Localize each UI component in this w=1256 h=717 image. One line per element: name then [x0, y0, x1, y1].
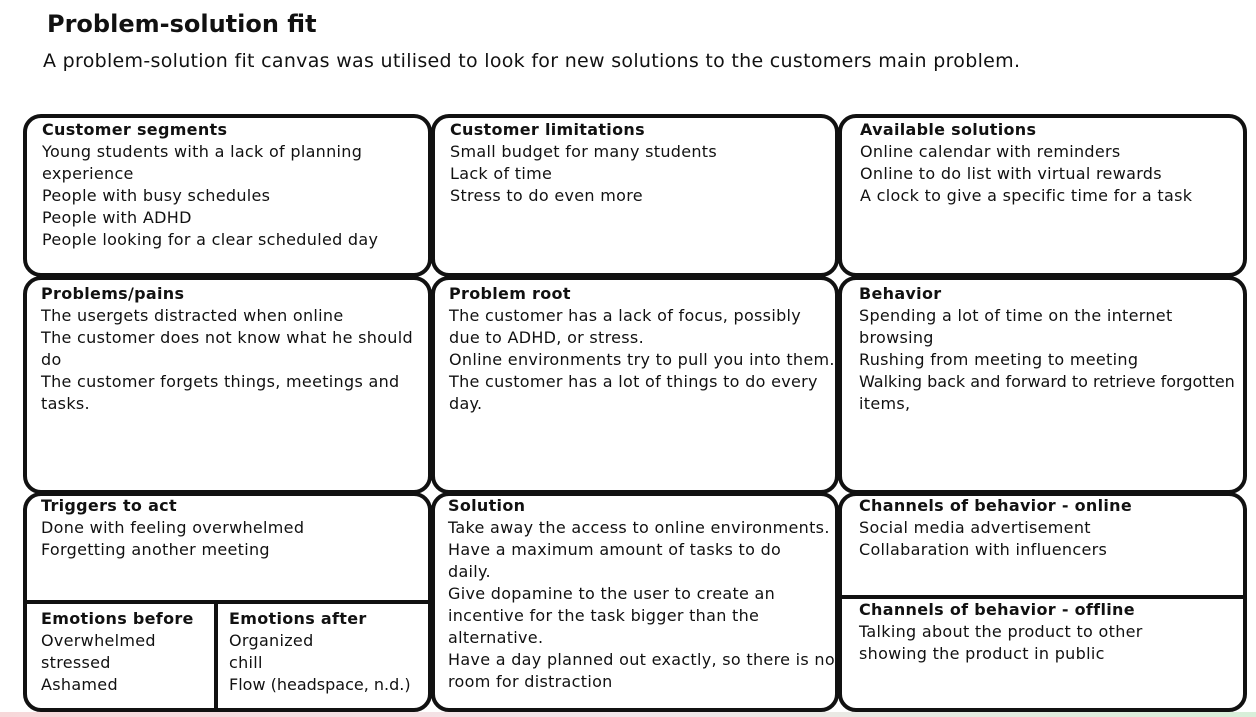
emotions-before-heading: Emotions before — [41, 609, 194, 628]
available-solutions-cell: Available solutions Online calendar with… — [860, 119, 1245, 207]
available-solutions-box — [838, 114, 1247, 277]
triggers-to-act-heading: Triggers to act — [41, 496, 177, 515]
page-title: Problem-solution fit — [47, 10, 317, 38]
triggers-to-act-cell: Triggers to act Done with feeling overwh… — [41, 495, 426, 561]
solution-line: alternative. — [448, 628, 544, 647]
solution-line: Have a maximum amount of tasks to do — [448, 540, 782, 559]
emotions-before-line: Ashamed — [41, 675, 118, 694]
problem-root-line: due to ADHD, or stress. — [449, 328, 644, 347]
solution-line: Give dopamine to the user to create an — [448, 584, 776, 603]
emotions-after-heading: Emotions after — [229, 609, 367, 628]
customer-segments-line: experience — [42, 164, 134, 183]
customer-segments-heading: Customer segments — [42, 120, 228, 139]
problems-pains-line: tasks. — [41, 394, 90, 413]
behavior-line: Walking back and forward to retrieve for… — [859, 372, 1235, 391]
channels-offline-line: showing the product in public — [859, 644, 1105, 663]
emotions-after-line: chill — [229, 653, 263, 672]
problem-root-line: The customer has a lot of things to do e… — [449, 372, 818, 391]
problem-root-line: Online environments try to pull you into… — [449, 350, 835, 369]
channels-offline-line: Talking about the product to other — [859, 622, 1143, 641]
channels-offline-heading: Channels of behavior - offline — [859, 600, 1135, 619]
page-subtitle: A problem-solution fit canvas was utilis… — [43, 50, 1021, 72]
solution-line: room for distraction — [448, 672, 613, 691]
customer-limitations-line: Small budget for many students — [450, 142, 718, 161]
problems-pains-heading: Problems/pains — [41, 284, 185, 303]
channels-divider — [842, 595, 1243, 599]
solution-heading: Solution — [448, 496, 526, 515]
problem-root-cell: Problem root The customer has a lack of … — [449, 283, 837, 415]
solution-line: Take away the access to online environme… — [448, 518, 830, 537]
solution-line: Have a day planned out exactly, so there… — [448, 650, 835, 669]
behavior-line: Spending a lot of time on the internet — [859, 306, 1173, 325]
behavior-line: items, — [859, 394, 911, 413]
customer-segments-line: People looking for a clear scheduled day — [42, 230, 379, 249]
solution-box — [431, 492, 839, 712]
behavior-cell: Behavior Spending a lot of time on the i… — [859, 283, 1247, 415]
triggers-to-act-line: Forgetting another meeting — [41, 540, 270, 559]
triggers-divider — [27, 600, 428, 604]
triggers-to-act-line: Done with feeling overwhelmed — [41, 518, 305, 537]
channels-box — [838, 492, 1247, 712]
problems-pains-line: The customer forgets things, meetings an… — [41, 372, 400, 391]
available-solutions-line: Online calendar with reminders — [860, 142, 1121, 161]
customer-limitations-box — [431, 114, 839, 277]
available-solutions-heading: Available solutions — [860, 120, 1037, 139]
solution-line: incentive for the task bigger than the — [448, 606, 760, 625]
customer-segments-line: People with busy schedules — [42, 186, 271, 205]
problems-pains-line: The usergets distracted when online — [41, 306, 344, 325]
problem-root-line: The customer has a lack of focus, possib… — [449, 306, 802, 325]
customer-segments-line: People with ADHD — [42, 208, 192, 227]
problems-pains-box — [23, 276, 432, 494]
channels-online-line: Social media advertisement — [859, 518, 1091, 537]
behavior-line: Rushing from meeting to meeting — [859, 350, 1139, 369]
channels-online-heading: Channels of behavior - online — [859, 496, 1133, 515]
emotions-divider — [214, 602, 218, 708]
channels-online-cell: Channels of behavior - online Social med… — [859, 495, 1244, 561]
emotions-before-cell: Emotions before Overwhelmed stressed Ash… — [41, 608, 211, 696]
available-solutions-line: A clock to give a specific time for a ta… — [860, 186, 1193, 205]
emotions-after-line: Flow (headspace, n.d.) — [229, 675, 411, 694]
problem-root-line: day. — [449, 394, 483, 413]
emotions-before-line: Overwhelmed — [41, 631, 156, 650]
customer-limitations-heading: Customer limitations — [450, 120, 645, 139]
emotions-before-line: stressed — [41, 653, 111, 672]
behavior-line: browsing — [859, 328, 934, 347]
customer-segments-box — [23, 114, 432, 277]
channels-online-line: Collabaration with influencers — [859, 540, 1108, 559]
solution-line: daily. — [448, 562, 491, 581]
emotions-after-cell: Emotions after Organized chill Flow (hea… — [229, 608, 427, 696]
customer-limitations-line: Stress to do even more — [450, 186, 643, 205]
behavior-box — [838, 276, 1247, 494]
customer-limitations-line: Lack of time — [450, 164, 553, 183]
solution-cell: Solution Take away the access to online … — [448, 495, 836, 693]
customer-segments-line: Young students with a lack of planning — [42, 142, 363, 161]
available-solutions-line: Online to do list with virtual rewards — [860, 164, 1162, 183]
emotions-after-line: Organized — [229, 631, 314, 650]
problems-pains-line: The customer does not know what he shoul… — [41, 328, 413, 347]
customer-segments-cell: Customer segments Young students with a … — [42, 119, 427, 251]
bottom-gradient-bar — [0, 712, 1256, 717]
customer-limitations-cell: Customer limitations Small budget for ma… — [450, 119, 835, 207]
problems-pains-line: do — [41, 350, 62, 369]
problems-pains-cell: Problems/pains The usergets distracted w… — [41, 283, 426, 415]
channels-offline-cell: Channels of behavior - offline Talking a… — [859, 599, 1244, 665]
problem-root-heading: Problem root — [449, 284, 571, 303]
behavior-heading: Behavior — [859, 284, 942, 303]
